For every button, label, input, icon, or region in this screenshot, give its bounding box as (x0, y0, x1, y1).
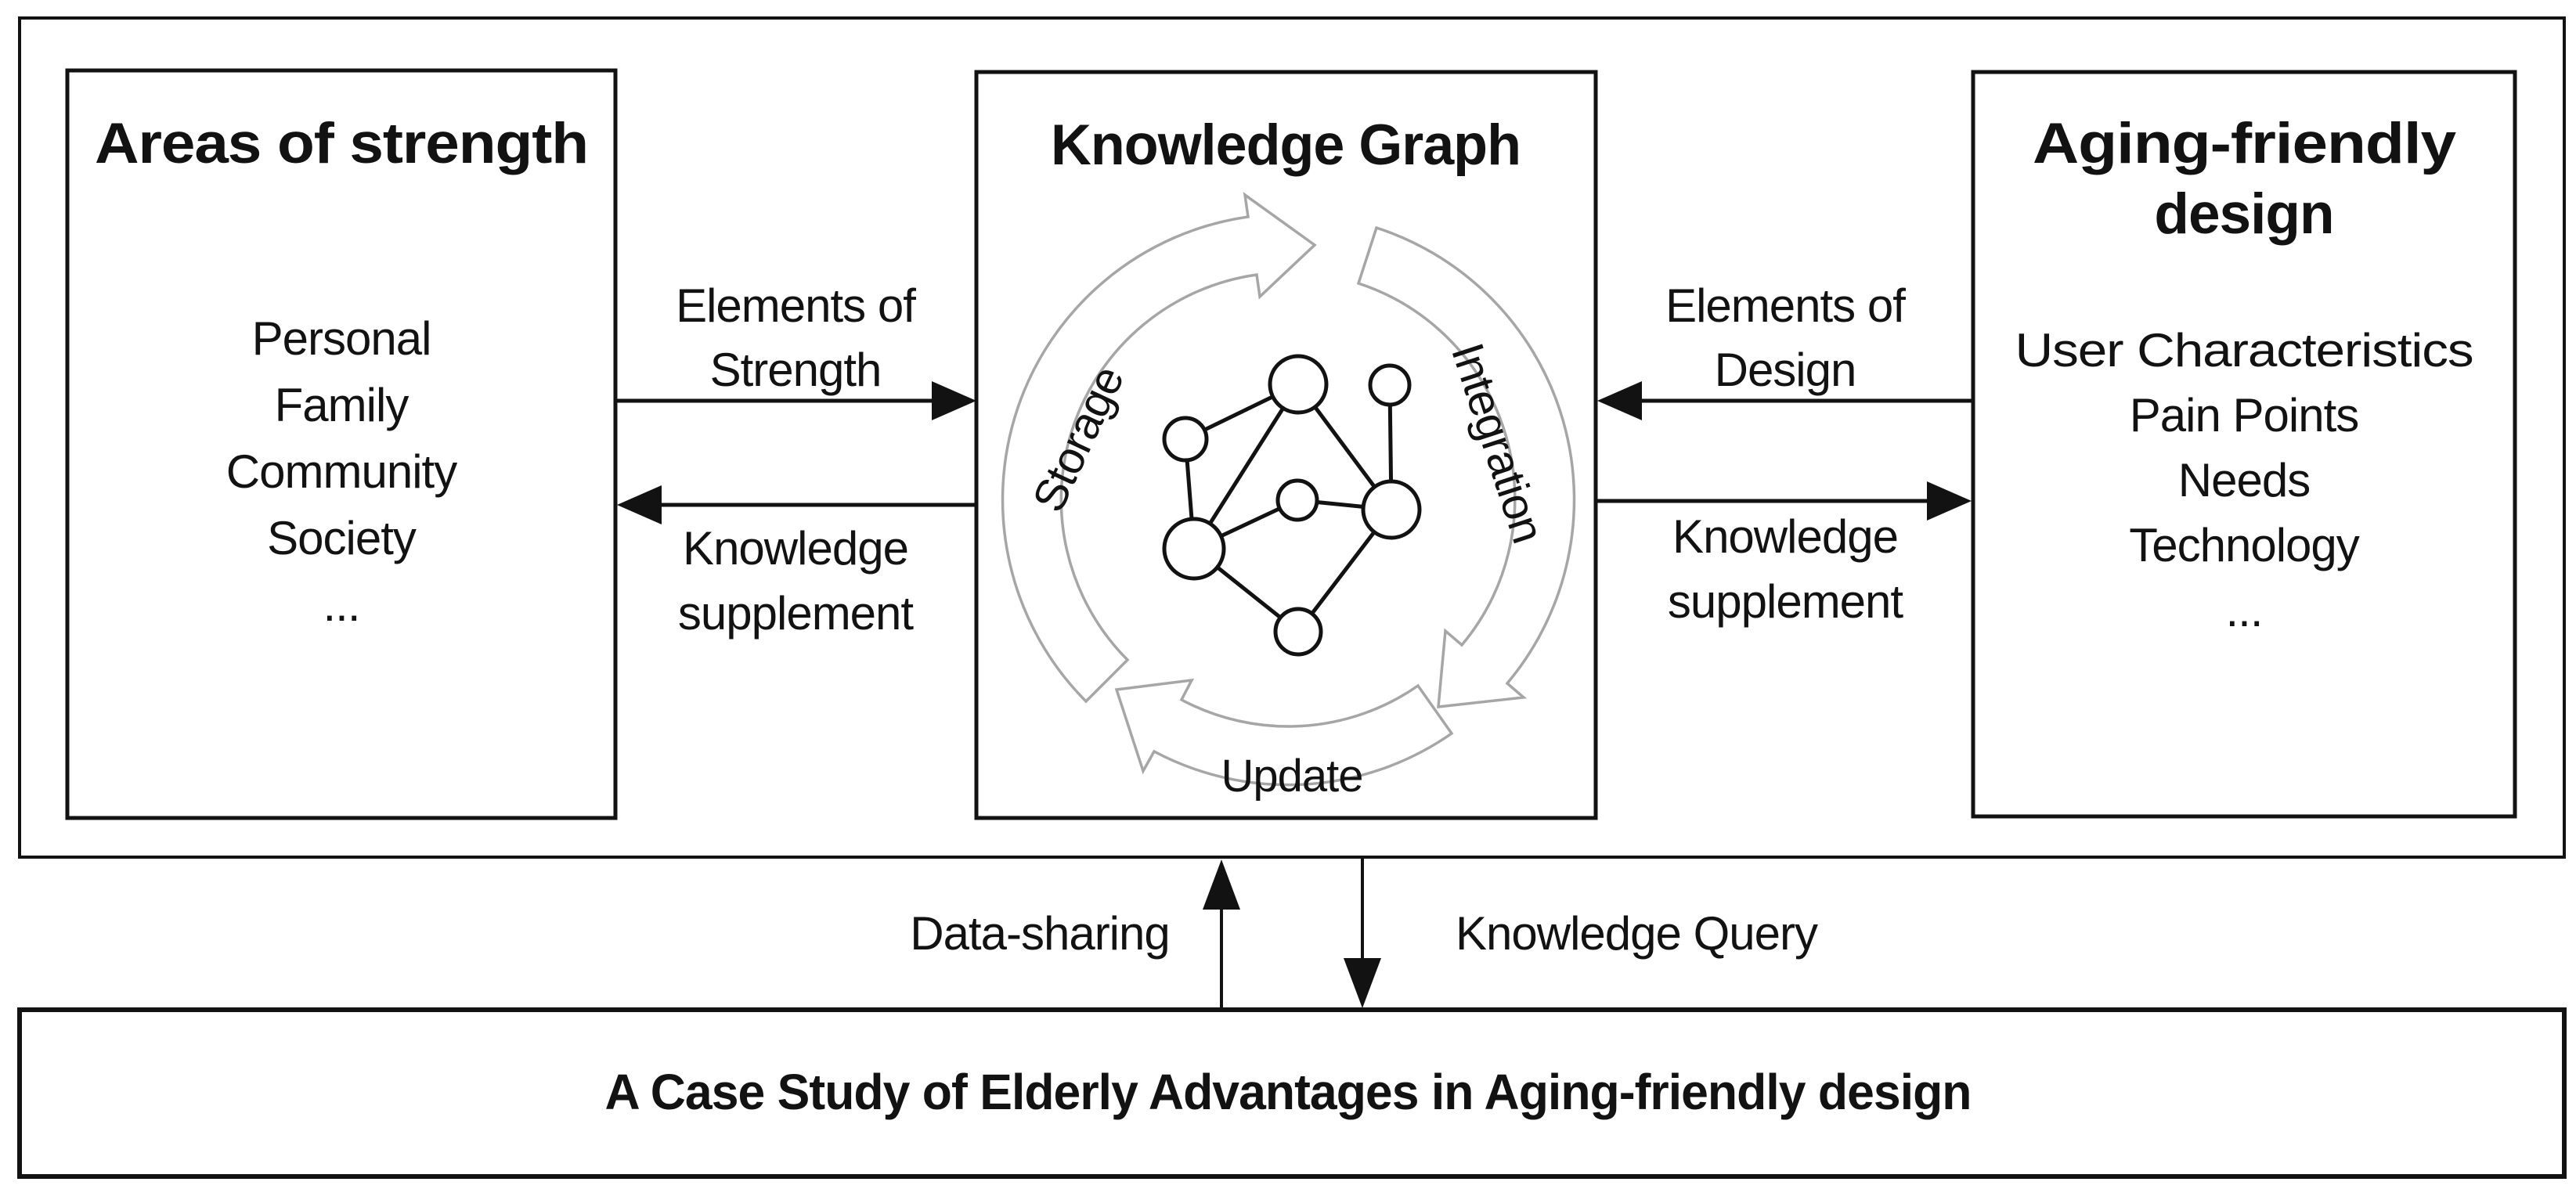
elements-of-strength-label-line1: Elements of (676, 279, 916, 332)
elements-of-design-label-line2: Design (1715, 344, 1856, 396)
graph-node (1162, 416, 1209, 463)
areas-of-strength-box: Areas of strength Personal Family Commun… (65, 68, 618, 820)
list-item-family: Family (275, 379, 409, 431)
graph-node (1361, 479, 1422, 540)
aging-friendly-title-line2: design (2154, 182, 2333, 246)
list-item-technology: Technology (2129, 519, 2360, 571)
list-item-ellipsis-right: ... (2225, 584, 2262, 636)
knowledge-graph-box: Knowledge Graph (974, 70, 1598, 820)
data-sharing-label: Data-sharing (910, 907, 1170, 960)
list-item-ellipsis-left: ... (323, 578, 359, 631)
case-study-box: A Case Study of Elderly Advantages in Ag… (17, 1007, 2567, 1179)
arrow-up-icon (1203, 859, 1240, 910)
list-item-society: Society (267, 512, 417, 564)
knowledge-supplement-left-label-line1: Knowledge (683, 522, 908, 575)
elements-of-design-label-line1: Elements of (1665, 279, 1906, 332)
case-study-border (17, 1007, 2567, 1179)
cycle-arrow-storage-icon (1001, 192, 1317, 704)
graph-edge (1192, 383, 1301, 550)
arrow-left-icon (1597, 381, 1642, 420)
network-nodes (1162, 354, 1422, 657)
aging-friendly-design-box: Aging-friendly design User Characteristi… (1971, 70, 2517, 819)
list-item-needs: Needs (2178, 454, 2310, 506)
cycle-label-update: Update (1221, 751, 1362, 802)
left-center-arrows: Elements of Strength Knowledge supplemen… (617, 279, 976, 640)
cycle-arrow-update-icon (1114, 678, 1454, 787)
areas-of-strength-title: Areas of strength (95, 112, 588, 175)
knowledge-supplement-right-label-line2: supplement (1668, 575, 1904, 628)
graph-node (1268, 354, 1329, 415)
vertical-arrows: Data-sharing Knowledge Query (910, 857, 1819, 1010)
arrow-left-icon (617, 485, 662, 524)
cycle-arrow-integration-icon (1356, 225, 1576, 708)
graph-node (1275, 478, 1319, 522)
graph-node (1368, 363, 1412, 407)
arrow-right-icon (932, 381, 976, 420)
knowledge-query-label: Knowledge Query (1456, 907, 1818, 960)
case-study-title: A Case Study of Elderly Advantages in Ag… (605, 1064, 1972, 1120)
aging-friendly-title-line1: Aging-friendly (2033, 112, 2457, 175)
knowledge-supplement-right-label-line1: Knowledge (1672, 510, 1898, 563)
list-item-personal: Personal (252, 312, 431, 365)
elements-of-strength-label-line2: Strength (710, 344, 882, 396)
graph-node (1162, 517, 1226, 581)
list-item-pain-points: Pain Points (2130, 389, 2359, 441)
aging-friendly-design-border (1971, 70, 2517, 819)
areas-of-strength-border (65, 68, 618, 820)
graph-node (1273, 607, 1323, 657)
list-item-user-characteristics: User Characteristics (2015, 324, 2473, 377)
arrow-right-icon (1927, 481, 1972, 521)
arrow-down-icon (1344, 958, 1381, 1008)
list-item-community: Community (226, 445, 457, 498)
knowledge-supplement-left-label-line2: supplement (678, 587, 915, 640)
center-right-arrows: Elements of Design Knowledge supplement (1597, 279, 1972, 628)
knowledge-graph-title: Knowledge Graph (1051, 113, 1521, 177)
cycle-arrows (1001, 192, 1576, 787)
